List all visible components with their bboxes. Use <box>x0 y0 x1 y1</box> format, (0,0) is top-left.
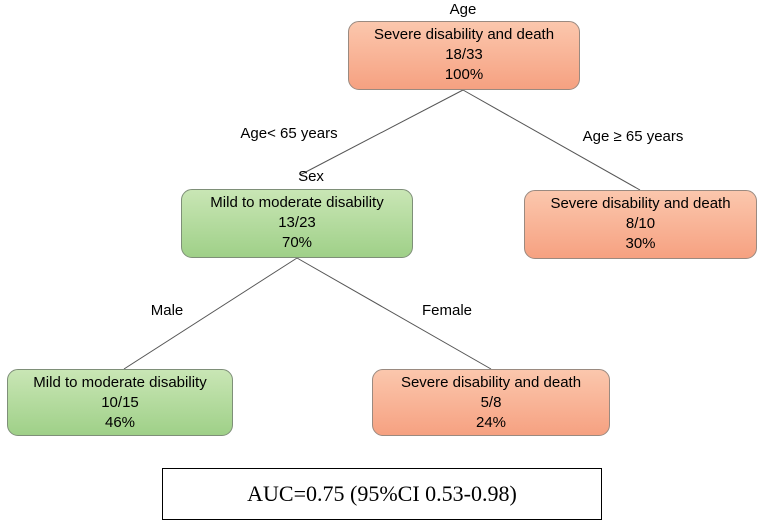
root-outcome: Severe disability and death <box>373 26 555 43</box>
edge-root-to-65-plus <box>462 89 641 191</box>
65-plus-count: 8/10 <box>625 215 656 232</box>
under-65-split-label: Sex <box>298 168 324 185</box>
65-plus-node: Severe disability and death 8/10 30% <box>524 190 757 259</box>
under-65-node: Mild to moderate disability 13/23 70% <box>181 189 413 258</box>
65-plus-outcome: Severe disability and death <box>550 195 731 212</box>
branch-label-female: Female <box>421 302 473 319</box>
root-count: 18/33 <box>445 46 483 63</box>
branch-label-male: Male <box>150 302 184 319</box>
root-percent: 100% <box>444 66 484 83</box>
edge-under-65-to-male <box>123 257 298 370</box>
under-65-outcome: Mild to moderate disability <box>210 194 384 211</box>
auc-text: AUC=0.75 (95%CI 0.53-0.98) <box>247 481 517 506</box>
branch-label-age-under-65: Age< 65 years <box>240 125 338 142</box>
female-percent: 24% <box>475 414 507 431</box>
male-node: Mild to moderate disability 10/15 46% <box>7 369 233 436</box>
65-plus-percent: 30% <box>625 235 656 252</box>
male-outcome: Mild to moderate disability <box>33 374 207 391</box>
female-count: 5/8 <box>480 394 502 411</box>
edge-root-to-under-65 <box>299 89 464 176</box>
male-percent: 46% <box>104 414 136 431</box>
male-count: 10/15 <box>101 394 139 411</box>
root-split-label: Age <box>449 1 477 18</box>
female-outcome: Severe disability and death <box>400 374 582 391</box>
under-65-count: 13/23 <box>278 214 316 231</box>
auc-summary-box: AUC=0.75 (95%CI 0.53-0.98) <box>162 468 602 520</box>
under-65-percent: 70% <box>281 234 313 251</box>
edge-under-65-to-female <box>296 257 492 370</box>
branch-label-age-65-plus: Age ≥ 65 years <box>582 128 684 145</box>
female-node: Severe disability and death 5/8 24% <box>372 369 610 436</box>
root-node: Severe disability and death 18/33 100% <box>348 21 580 90</box>
